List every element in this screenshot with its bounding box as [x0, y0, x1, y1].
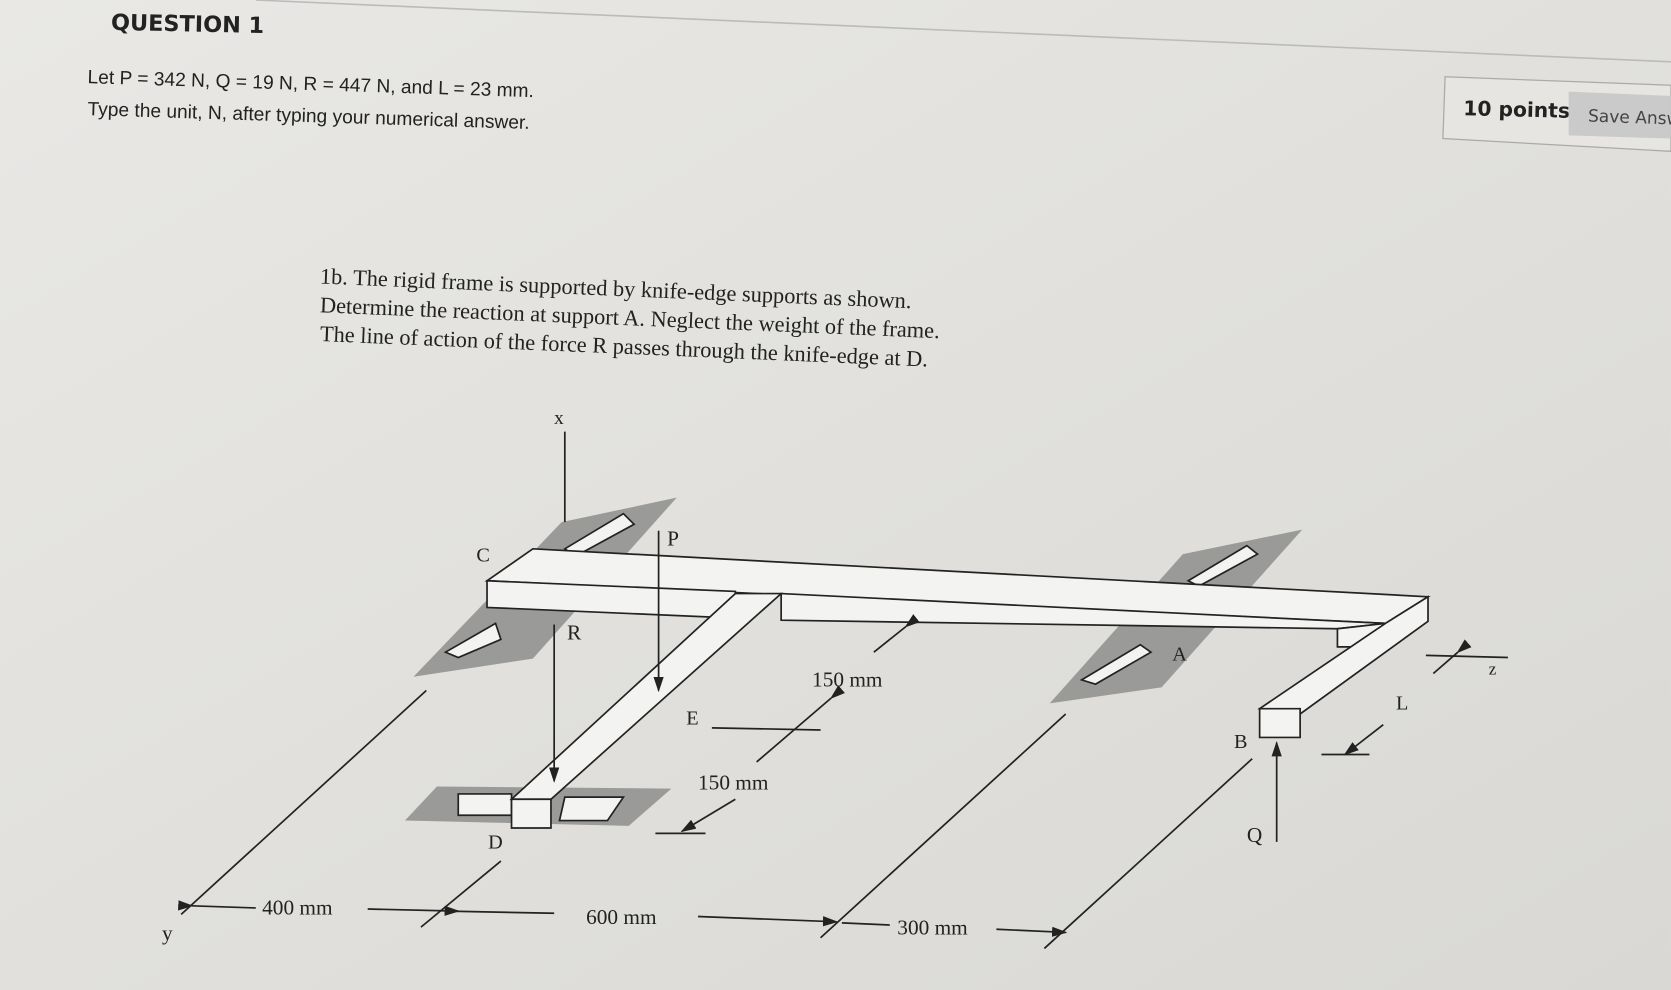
label-q: Q	[1247, 823, 1263, 847]
label-e: E	[686, 708, 698, 730]
question-title: QUESTION 1	[111, 10, 265, 39]
dim-400: 400 mm	[262, 895, 333, 919]
knife-edge-a-bottom	[1079, 643, 1153, 686]
label-y-axis: y	[162, 921, 173, 945]
label-l: L	[1396, 693, 1408, 715]
label-b: B	[1234, 731, 1248, 753]
points-label: 10 points	[1463, 96, 1570, 123]
label-c: C	[476, 545, 490, 567]
dim-300: 300 mm	[897, 916, 968, 940]
save-answer-button[interactable]: Save Answer	[1568, 91, 1671, 139]
label-a: A	[1172, 644, 1187, 666]
save-answer-label: Save Answer	[1588, 106, 1671, 130]
label-r: R	[567, 620, 582, 644]
dim-150-lower: 150 mm	[698, 771, 769, 795]
label-x-axis: x	[554, 408, 564, 429]
frame-end-d	[510, 798, 552, 829]
dim-150-upper: 150 mm	[812, 667, 883, 691]
label-d: D	[488, 831, 503, 853]
knife-edge-c-bottom	[443, 622, 502, 659]
frame-diagram: x y z A B C D E P Q R L 400 mm 600 mm 30…	[162, 408, 1508, 950]
knife-edge-d-left	[457, 793, 513, 817]
frame-end-b	[1258, 707, 1301, 739]
knife-edge-d-right	[558, 796, 626, 822]
dim-600: 600 mm	[586, 905, 657, 929]
label-p: P	[667, 527, 679, 551]
label-z-axis: z	[1489, 660, 1497, 679]
header-divider	[255, 0, 1671, 63]
